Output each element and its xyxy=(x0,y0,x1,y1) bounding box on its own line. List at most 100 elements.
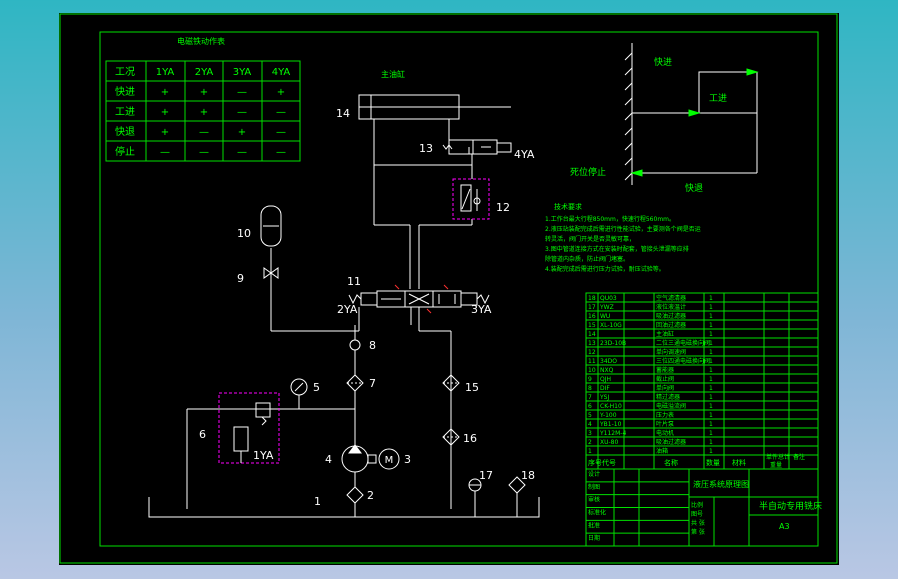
bom-row-qty: 1 xyxy=(709,394,713,401)
table-header-cell: 4YA xyxy=(272,67,291,78)
tank-1 xyxy=(148,497,540,518)
bom-row-no: 8 xyxy=(588,385,592,392)
table-header-cell: 1YA xyxy=(156,67,175,78)
title-sheet-size: A3 xyxy=(779,522,790,531)
label-3: 3 xyxy=(404,453,411,466)
label-11: 11 xyxy=(347,275,361,288)
table-cell: + xyxy=(161,87,169,98)
label-1: 1 xyxy=(314,495,321,508)
tech-requirements: 技术要求 1.工作台最大行程850mm，快速行程560mm。 2.液压站装配完成… xyxy=(545,202,701,273)
bom-row-no: 15 xyxy=(588,322,596,329)
bom-header-no: 序号 xyxy=(588,458,602,467)
check-valve-8 xyxy=(349,339,361,351)
bom-row-code: DIF xyxy=(600,385,610,392)
bom-header-qty: 数量 xyxy=(706,458,720,467)
bom-row-name: 叶片泵 xyxy=(656,420,674,428)
bom-row-no: 1 xyxy=(588,448,592,455)
bom-row-no: 16 xyxy=(588,313,596,320)
table-cell: 快进 xyxy=(115,86,135,98)
drawing-canvas: 电磁铁动作表 工况 1YA 2YA 3YA 4YA 快进 + + — + 工进 … xyxy=(59,13,839,565)
accumulator-10 xyxy=(260,205,282,247)
table-cell: — xyxy=(276,147,286,158)
table-cell: — xyxy=(237,147,247,158)
bom-row-code: WU xyxy=(600,313,610,320)
coil-label-4ya: 4YA xyxy=(514,148,535,161)
bom-row-name: 截止阀 xyxy=(656,375,674,383)
table-cell: 停止 xyxy=(115,145,135,158)
tech-line: 2.液压站装配完成后需进行性能试验，主要测各个阀是否运 xyxy=(545,225,701,233)
title-block-label: 比例 xyxy=(691,501,703,509)
cycle-label-dead-stop: 死位停止 xyxy=(570,166,606,178)
hydraulic-circuit: 主油缸 xyxy=(148,69,540,518)
table-cell: — xyxy=(199,147,209,158)
title-block-label: 图号 xyxy=(691,511,703,518)
title-project-name: 半自动专用铣床 xyxy=(759,500,822,512)
bom-row-no: 13 xyxy=(588,340,596,347)
cycle-label-rapid-return: 快退 xyxy=(685,182,703,194)
solenoid-table-title: 电磁铁动作表 xyxy=(177,36,225,46)
hydraulic-drawing: 电磁铁动作表 工况 1YA 2YA 3YA 4YA 快进 + + — + 工进 … xyxy=(59,13,838,564)
stop-valve-9 xyxy=(263,267,279,279)
suction-filter-2 xyxy=(346,486,364,504)
cycle-diagram: 快进 工进 死位停止 快退 xyxy=(570,43,759,194)
bom-row-code: CK-H10 xyxy=(600,403,622,410)
table-header-cell: 工况 xyxy=(115,66,135,78)
bom-row-code: XL-10G xyxy=(600,322,622,329)
title-block-label: 标准化 xyxy=(588,509,606,517)
bom-row-code: Y112M-4 xyxy=(599,430,626,437)
label-12: 12 xyxy=(496,201,510,214)
table-header-cell: 2YA xyxy=(195,67,214,78)
bom-row-no: 10 xyxy=(588,367,596,374)
coil-label-3ya: 3YA xyxy=(471,303,492,316)
outer-frame xyxy=(59,13,838,564)
bom-row-no: 17 xyxy=(588,304,596,311)
bom-row-code: YB1-10 xyxy=(599,421,622,428)
bom-row-name: 吸油过滤器 xyxy=(656,312,686,320)
table-cell: + xyxy=(238,127,246,138)
bom-row-code: YSJ xyxy=(599,394,609,401)
bom-header-weight: 重量 xyxy=(770,461,782,469)
bom-row-name: 蓄能器 xyxy=(656,366,674,374)
bom-row-qty: 1 xyxy=(709,349,713,356)
label-2: 2 xyxy=(367,489,374,502)
bom-row-code: QU03 xyxy=(600,295,617,302)
solenoid-table: 电磁铁动作表 工况 1YA 2YA 3YA 4YA 快进 + + — + 工进 … xyxy=(105,36,301,162)
title-block-label: 制图 xyxy=(588,483,600,491)
table-cell: 快退 xyxy=(115,126,135,138)
return-filter-15 xyxy=(442,374,460,392)
bom-row-qty: 1 xyxy=(709,358,713,365)
label-5: 5 xyxy=(313,381,320,394)
filter-16 xyxy=(442,428,460,446)
table-cell: 工进 xyxy=(115,106,135,118)
label-14: 14 xyxy=(336,107,350,120)
bom-row-no: 9 xyxy=(588,376,592,383)
label-17: 17 xyxy=(479,469,493,482)
coil-label-1ya: 1YA xyxy=(253,449,274,462)
tech-line: 除管道内杂质，防止阀门堵塞。 xyxy=(545,255,629,263)
table-cell: + xyxy=(200,87,208,98)
bom-row-qty: 1 xyxy=(709,403,713,410)
bom-row-name: 单向阀 xyxy=(656,384,674,392)
bom-header-material: 材料 xyxy=(732,458,746,467)
bom-row-name: 回油过滤器 xyxy=(656,321,686,329)
coil-label-2ya: 2YA xyxy=(337,303,358,316)
bom-row-code: XU-80 xyxy=(600,439,618,446)
bom-row-code: QJH xyxy=(600,376,611,383)
table-cell: + xyxy=(200,107,208,118)
table-cell: + xyxy=(277,87,285,98)
bom-row-code: Y-100 xyxy=(599,412,617,419)
bom-row-no: 4 xyxy=(588,421,592,428)
bom-row-name: 电磁溢流阀 xyxy=(656,402,686,410)
bom-row-name: 电动机 xyxy=(656,429,674,437)
table-cell: + xyxy=(161,127,169,138)
bom-row-no: 7 xyxy=(588,394,592,401)
label-10: 10 xyxy=(237,227,251,240)
bom-header-remark: 备注 xyxy=(793,453,805,461)
table-cell: — xyxy=(199,127,209,138)
label-6: 6 xyxy=(199,428,206,441)
bom-row-name: 空气滤清器 xyxy=(656,294,686,302)
bom-row-qty: 1 xyxy=(709,295,713,302)
tech-line: 3.图中管道连接方式在安装时配套，管接头泄漏等应排 xyxy=(545,245,689,253)
label-8: 8 xyxy=(369,339,376,352)
relief-valve-6 xyxy=(233,426,249,452)
